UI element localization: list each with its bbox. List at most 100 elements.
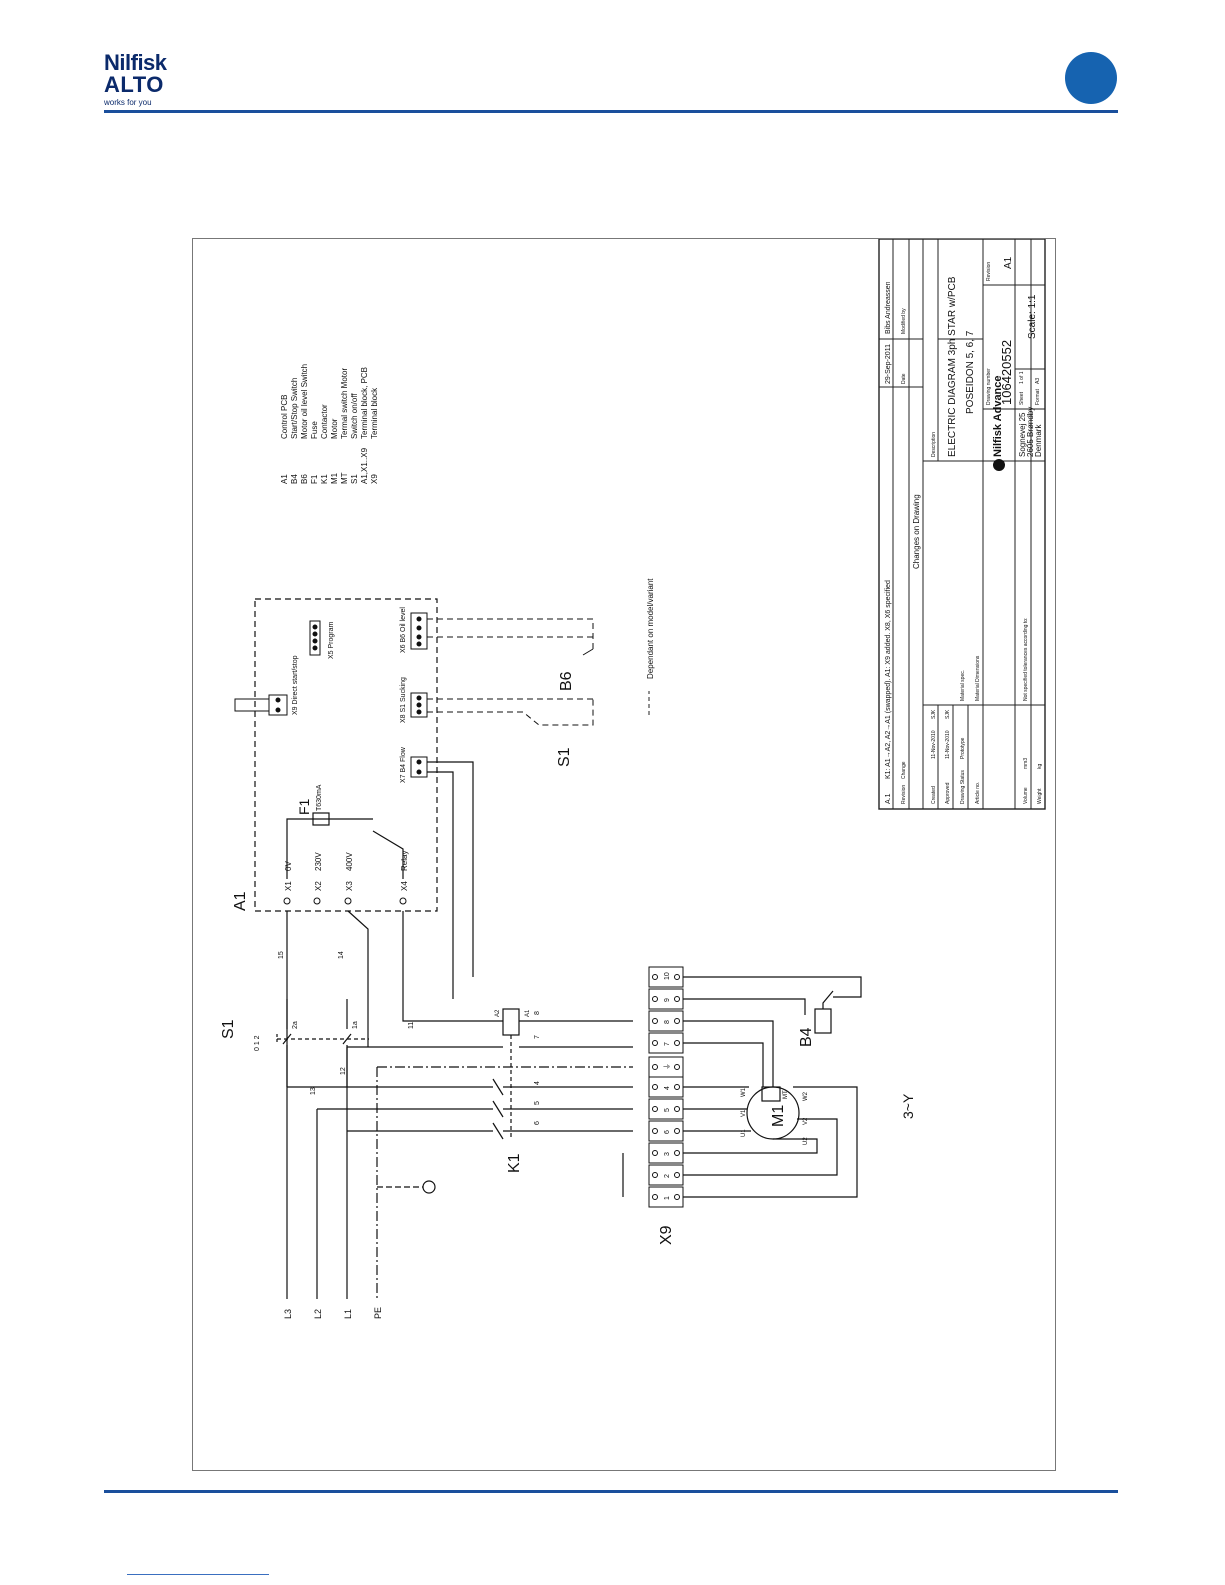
x9-terminal-screw — [674, 1040, 680, 1046]
legend-desc: Start/Stop Switch — [290, 378, 299, 439]
x9-terminal-number: 7 — [664, 1042, 671, 1046]
x5-program-label: X5 Program — [328, 621, 335, 659]
tolerance-label: Not specified tolerances according to: — [1023, 618, 1029, 701]
x9-terminal-screw — [674, 1106, 680, 1112]
drawing-title: ELECTRIC DIAGRAM 3ph STAR w/PCB — [947, 276, 958, 457]
supply-label: L1 — [343, 1309, 353, 1319]
x5-program-header — [309, 620, 321, 656]
wire-number: 6 — [534, 1121, 541, 1125]
x9-terminal-screw — [652, 1084, 658, 1090]
wire-number: 1a — [352, 1021, 359, 1029]
x9-terminal-screw — [674, 1018, 680, 1024]
modified-label: Modified by — [901, 308, 907, 334]
supply-label: PE — [373, 1307, 383, 1319]
approved-label: Approved — [945, 782, 951, 804]
legend-code: A1,X1..X9 — [360, 447, 369, 484]
x6-label: X6 B6 Oil level — [400, 607, 407, 653]
x9-terminal-number: ⏚ — [663, 1063, 671, 1070]
approved-by: SJK — [945, 709, 951, 719]
x9-terminal-screw — [674, 1194, 680, 1200]
pcb-terminal-dot — [344, 897, 352, 905]
legend-desc: Motor — [330, 418, 339, 439]
wire-number: 12 — [340, 1067, 347, 1075]
x9-terminal-number: 10 — [664, 972, 671, 980]
x9-terminal-screw — [674, 1084, 680, 1090]
legend-desc: Contactor — [320, 404, 329, 439]
x9-terminal-number: 5 — [664, 1108, 671, 1112]
legend-code: A1 — [280, 474, 289, 484]
description-block: ELECTRIC DIAGRAM 3ph STAR w/PCB POSEIDON… — [947, 276, 1043, 471]
logo-tagline: works for you — [104, 98, 152, 107]
wire-number: 7 — [534, 1035, 541, 1039]
wire-number: 14 — [338, 951, 345, 959]
wire-number: 8 — [534, 1011, 541, 1015]
x9-terminal-number: 2 — [664, 1174, 671, 1178]
dependant-note-text: Dependant on model/variant — [646, 578, 655, 679]
weight-unit: kg — [1037, 764, 1043, 770]
contact-v2: V2 — [803, 1117, 809, 1125]
revision-author: Bibs Andreassen — [885, 281, 892, 334]
x9-terminal-number: 4 — [664, 1086, 671, 1090]
m1-label: M1 — [770, 1105, 787, 1127]
b4-label: B4 — [798, 1027, 815, 1047]
x9-terminal-screw — [652, 1172, 658, 1178]
sheet-value: 1 of 1 — [1019, 371, 1025, 384]
electric-diagram-sheet: A.1 K1: A1→A2, A2→A1 (swapped). A1: X9 a… — [192, 238, 1056, 1471]
changes-heading: Changes on Drawing — [912, 494, 921, 569]
a1-pcb — [254, 598, 438, 912]
s1-main-label: S1 — [220, 1019, 237, 1039]
motor-type: 3~Y — [900, 1093, 916, 1119]
address-line3: Denmark — [1034, 424, 1043, 457]
contact-w1: W1 — [741, 1087, 747, 1097]
x9-terminal-screw — [652, 996, 658, 1002]
legend-code: M1 — [330, 472, 339, 484]
f1-label: F1 — [296, 798, 312, 815]
contact-u2: U2 — [803, 1137, 809, 1145]
contact-w2: W2 — [803, 1091, 809, 1101]
m1-motor — [622, 976, 862, 1198]
header-rule — [104, 110, 1118, 113]
format-label: Format — [1035, 389, 1041, 405]
footer-link[interactable] — [127, 1574, 269, 1575]
f1-fuse — [286, 812, 373, 879]
x9-terminal-screw — [652, 974, 658, 980]
b4-flow-switch — [814, 990, 834, 1034]
wire-number: 11 — [408, 1022, 415, 1029]
x9-terminal-number: 9 — [664, 998, 671, 1002]
pcb-terminal-label: 230V — [314, 852, 323, 871]
legend-desc: Terminal block — [370, 387, 379, 439]
x9-terminal-screw — [674, 974, 680, 980]
legend-desc: Motor oil level Switch — [300, 364, 309, 439]
creation-info: Created 11-Nov-2010 SJK Approved 11-Nov-… — [931, 432, 1043, 804]
legend-code: B6 — [300, 474, 309, 484]
material-spec-label: Material spec. — [960, 670, 966, 701]
created-date: 11-Nov-2010 — [931, 730, 937, 759]
sheet-label: Sheet — [1019, 391, 1025, 405]
title-block — [878, 239, 1046, 810]
x9-direct-label: X9 Direct start/stop — [292, 655, 299, 715]
legend-code: F1 — [310, 474, 319, 484]
pcb-terminal-label: 400V — [345, 852, 354, 871]
weight-label: Weight — [1037, 788, 1043, 804]
k1-label: K1 — [506, 1153, 523, 1173]
created-by: SJK — [931, 709, 937, 719]
wire-number: 2a — [292, 1021, 299, 1029]
legend-desc: Switch on/off — [350, 393, 359, 439]
k1-contactor — [287, 1008, 633, 1140]
revision-date: 29-Sep-2011 — [885, 344, 892, 384]
legend-desc: Termal switch Motor — [340, 368, 349, 439]
b6-label: B6 — [558, 671, 575, 691]
company-name: Nilfisk Advance — [992, 375, 1004, 457]
revision-code: A.1 — [885, 793, 892, 804]
contact-v1: V1 — [741, 1109, 747, 1117]
b6-oil-switch — [427, 618, 594, 656]
footer-rule — [104, 1490, 1118, 1493]
lower-connectors — [410, 612, 428, 778]
s1-positions: 0 1 2 — [254, 1035, 261, 1051]
x9-terminal-screw — [652, 1106, 658, 1112]
pcb-terminal-id: X1 — [284, 881, 293, 891]
x7-label: X7 B4 Flow — [400, 746, 407, 783]
x9-terminal-screw — [674, 1128, 680, 1134]
